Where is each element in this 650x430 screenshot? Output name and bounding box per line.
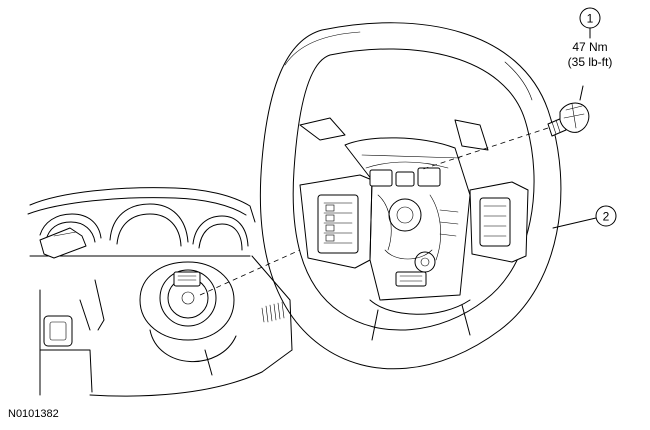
callout-1: 1 47 Nm (35 lb-ft) xyxy=(568,7,613,101)
figure-id: N0101382 xyxy=(8,408,59,420)
multifunction-switch xyxy=(39,227,105,331)
callout-2-number: 2 xyxy=(603,210,610,224)
callout-2: 2 xyxy=(552,205,617,229)
vent-grille xyxy=(261,301,285,323)
bolt-axis xyxy=(419,127,549,171)
instrument-panel xyxy=(27,187,293,397)
callout-1-torque-lbft: (35 lb-ft) xyxy=(568,55,613,69)
callout-1-number: 1 xyxy=(587,12,594,26)
steering-wheel xyxy=(259,22,562,370)
ignition-switch xyxy=(39,315,93,393)
clockspring xyxy=(139,261,237,376)
steering-wheel-bolt-icon xyxy=(547,102,590,137)
installation-axis xyxy=(199,249,301,296)
callout-1-torque-nm: 47 Nm xyxy=(572,40,607,54)
